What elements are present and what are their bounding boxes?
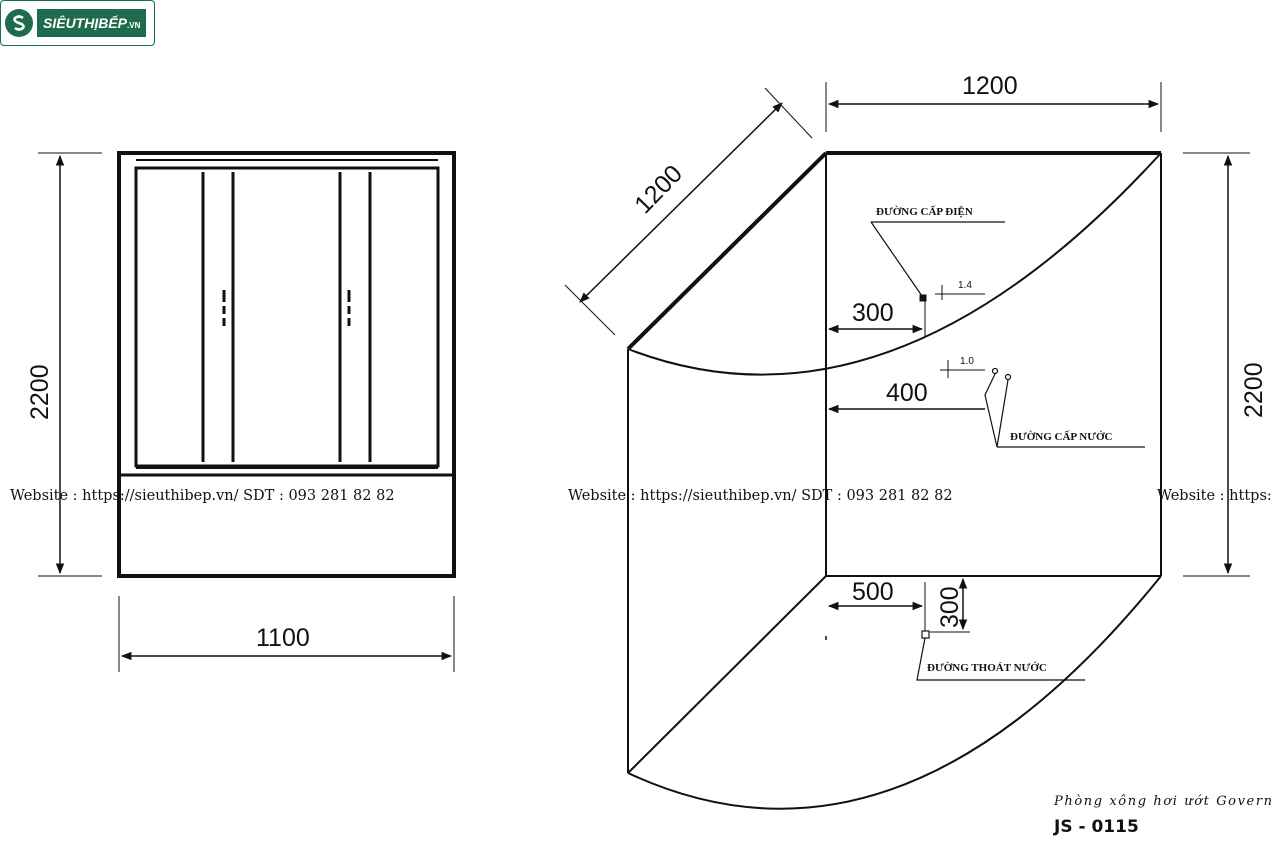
water-label: ĐƯỜNG CẤP NƯỚC	[1010, 430, 1113, 443]
dim-extension	[764, 87, 813, 139]
water-offset-label: 400	[886, 379, 928, 407]
product-title: Phòng xông hơi ướt Govern	[1054, 794, 1274, 809]
plan-diagonal-dim-line	[579, 102, 783, 303]
electric-leader-line	[870, 221, 923, 297]
plan-diagonal-label: 1200	[629, 160, 688, 219]
drain-label: ĐƯỜNG THOÁT NƯỚC	[927, 662, 1047, 674]
front-height-label: 2200	[26, 364, 54, 420]
cabin-outer-frame	[117, 151, 456, 578]
drain-point-icon	[921, 630, 930, 639]
product-model: JS - 0115	[1054, 817, 1139, 837]
brand-logo[interactable]: SIÊUTHỊBẾP.VN	[0, 0, 155, 46]
drain-y-label: 300	[936, 586, 964, 628]
water-point-icon	[991, 367, 999, 375]
floor-diagonal	[627, 575, 827, 774]
front-view	[38, 151, 456, 672]
dim-extension	[564, 284, 616, 336]
plan-right-label: 2200	[1240, 362, 1268, 418]
electric-point-icon	[919, 294, 927, 302]
plan-top-label: 1200	[962, 72, 1018, 100]
logo-suffix: .VN	[127, 21, 141, 30]
watermark-middle: Website : https://sieuthibep.vn/ SDT : 0…	[568, 488, 953, 504]
ceiling-arc	[627, 152, 1162, 376]
drain-x-label: 500	[852, 578, 894, 606]
electric-height-label: 1.4	[958, 280, 972, 291]
plan-view	[564, 82, 1250, 810]
logo-text: SIÊUTHỊBẾP	[43, 15, 128, 31]
watermark-right: Website : https:	[1157, 488, 1272, 504]
water-height-label: 1.0	[960, 356, 974, 367]
water-leader-line	[996, 379, 1009, 448]
logo-wordmark: SIÊUTHỊBẾP.VN	[37, 9, 147, 37]
logo-s-icon	[5, 9, 33, 37]
floor-arc	[627, 575, 1162, 810]
electric-offset-label: 300	[852, 299, 894, 327]
water-leader-line	[984, 373, 998, 448]
water-point-icon	[1004, 373, 1012, 381]
electric-label: ĐƯỜNG CẤP ĐIỆN	[876, 205, 973, 218]
cabin-glass-frame	[134, 166, 440, 468]
drain-leader-line	[916, 637, 1085, 681]
front-width-label: 1100	[256, 624, 310, 652]
watermark-left: Website : https://sieuthibep.vn/ SDT : 0…	[10, 488, 395, 504]
